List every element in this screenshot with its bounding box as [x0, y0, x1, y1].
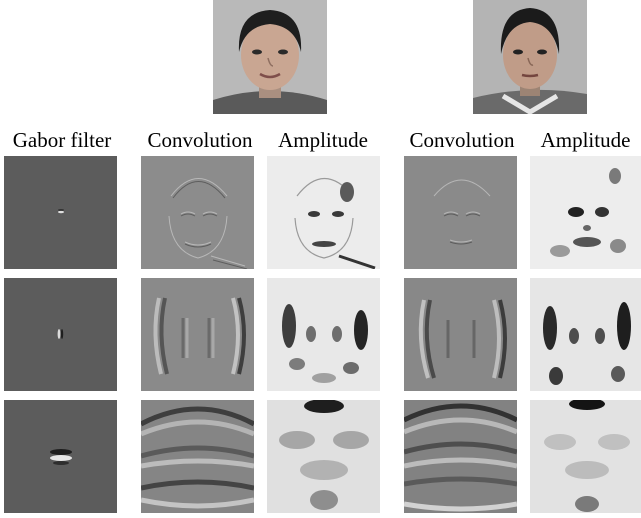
- header-amplitude-2: Amplitude: [540, 128, 631, 152]
- convolution-tile: [404, 156, 517, 269]
- amplitude-tile: [267, 278, 380, 391]
- header-amplitude-1: Amplitude: [278, 128, 368, 152]
- convolution-tile: [141, 156, 254, 269]
- convolution-tile: [404, 400, 517, 513]
- amplitude-tile: [267, 400, 380, 513]
- amplitude-tile: [530, 156, 641, 269]
- face-photo-2: [473, 0, 587, 114]
- convolution-tile: [404, 278, 517, 391]
- gabor-filter-tile: [4, 156, 117, 269]
- header-gabor-filter: Gabor filter: [12, 128, 112, 152]
- amplitude-tile: [530, 400, 641, 513]
- gabor-filter-tile: [4, 400, 117, 513]
- face-photo-1: [213, 0, 327, 114]
- amplitude-tile: [267, 156, 380, 269]
- amplitude-tile: [530, 278, 641, 391]
- convolution-tile: [141, 278, 254, 391]
- convolution-tile: [141, 400, 254, 513]
- header-convolution-1: Convolution: [147, 128, 253, 152]
- header-convolution-2: Convolution: [409, 128, 515, 152]
- gabor-filter-tile: [4, 278, 117, 391]
